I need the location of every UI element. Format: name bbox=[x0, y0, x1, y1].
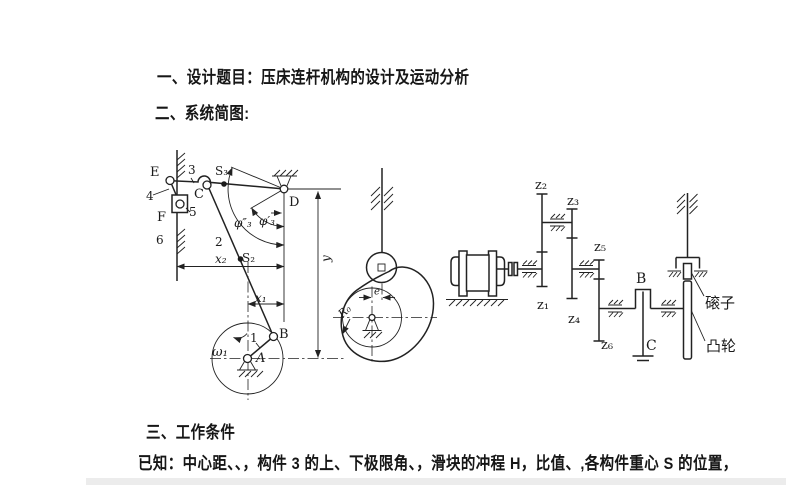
coupling-right-half bbox=[513, 261, 519, 277]
joint-b bbox=[268, 331, 279, 342]
link-1-line bbox=[247, 335, 274, 360]
cam-pivot bbox=[368, 313, 376, 322]
mass-center-s2-dot bbox=[237, 256, 244, 262]
label-4: 4 bbox=[146, 189, 154, 203]
motor-left-shell bbox=[450, 256, 460, 287]
label-e: E bbox=[150, 165, 160, 180]
gear-column-z5-z6 bbox=[593, 259, 605, 342]
roller-pin-square bbox=[377, 263, 386, 272]
roller-rect bbox=[682, 262, 693, 280]
cam-follower-guide-hatching bbox=[676, 193, 698, 215]
linkage-mechanism: E 3 S₃ C 4 F 5 6 D 2 S₂ φ″₃ φ′₃ x₂ x₁ y … bbox=[146, 150, 345, 400]
gear-label-leaders bbox=[691, 272, 706, 342]
crank-throw-bc bbox=[632, 288, 654, 362]
gear-train: z₂ z₃ z₁ z₄ z₅ z₆ B C 磙子 凸轮 bbox=[446, 178, 736, 362]
label-b: B bbox=[279, 327, 289, 342]
motor-right-shell bbox=[495, 256, 506, 287]
guide-hatching bbox=[176, 152, 186, 255]
label-cam: 凸轮 bbox=[706, 337, 736, 355]
label-z1: z₁ bbox=[537, 298, 549, 313]
label-6: 6 bbox=[156, 233, 164, 247]
label-z3: z₃ bbox=[567, 194, 579, 209]
angle-arc-outer bbox=[226, 167, 285, 249]
pivot-d-support bbox=[272, 169, 299, 186]
electric-motor bbox=[446, 250, 508, 307]
label-crank-b: B bbox=[636, 271, 646, 287]
label-d: D bbox=[289, 195, 299, 210]
label-r0: R₀ bbox=[335, 302, 354, 321]
cam-mechanism: e R₀ bbox=[333, 168, 437, 363]
label-f: F bbox=[157, 210, 166, 225]
roller-support-ledges bbox=[667, 270, 708, 278]
scan-artifact-strip bbox=[86, 478, 786, 485]
label-phi3-lower: φ′₃ bbox=[259, 214, 275, 228]
roller-circle bbox=[365, 251, 398, 284]
label-a: A bbox=[255, 351, 265, 366]
label-phi3-upper: φ″₃ bbox=[234, 216, 252, 230]
label-s3: S₃ bbox=[215, 164, 228, 178]
label-e: e bbox=[374, 287, 380, 298]
omega-rotation-arrow bbox=[233, 333, 248, 344]
joint-d bbox=[279, 184, 289, 194]
label-z5: z₅ bbox=[594, 240, 606, 255]
joint-a bbox=[242, 353, 253, 364]
r0-arrow bbox=[342, 318, 351, 335]
design-topic-heading: 一、设计题目：压床连杆机构的设计及运动分析 bbox=[157, 68, 470, 87]
working-conditions-heading: 三、工作条件 bbox=[146, 423, 236, 442]
label-1: 1 bbox=[250, 331, 258, 345]
label-support-c: C bbox=[646, 338, 657, 354]
angle-arc-inner bbox=[251, 207, 285, 230]
label-x2: x₂ bbox=[215, 252, 227, 266]
gear-column-z3-z4 bbox=[566, 208, 578, 300]
mass-center-s3-dot bbox=[221, 181, 227, 187]
known-conditions-line: 已知：中心距、、，构件 3 的上、下极限角、，滑块的冲程 H，比值、,各构件重心… bbox=[138, 454, 738, 473]
coupling-left-half bbox=[507, 261, 513, 277]
label-c: C bbox=[194, 187, 204, 202]
joint-f bbox=[175, 199, 185, 209]
cam-plate bbox=[682, 280, 693, 360]
joint-e bbox=[165, 175, 175, 186]
motor-ground bbox=[446, 299, 508, 307]
label-2: 2 bbox=[215, 235, 223, 249]
label-3: 3 bbox=[188, 163, 196, 177]
label-x1: x₁ bbox=[255, 291, 267, 305]
label-5: 5 bbox=[189, 205, 197, 219]
label-y: y bbox=[319, 255, 333, 263]
label-s2: S₂ bbox=[242, 251, 255, 265]
label-z2: z₂ bbox=[535, 178, 547, 193]
cam-profile bbox=[340, 266, 435, 363]
label-z6: z₆ bbox=[601, 338, 613, 353]
label-roller: 磙子 bbox=[705, 294, 735, 312]
label-z4: z₄ bbox=[568, 312, 580, 327]
pivot-a-support bbox=[237, 361, 264, 378]
system-diagram-heading: 二、系统简图: bbox=[155, 104, 250, 123]
cam-pivot-support bbox=[362, 319, 383, 339]
label-omega1: ω₁ bbox=[212, 345, 228, 360]
joint-c bbox=[202, 180, 212, 190]
motor-body bbox=[465, 254, 490, 292]
follower-guide-hatching bbox=[370, 186, 394, 211]
roller-bracket bbox=[675, 256, 701, 269]
label-leaders bbox=[152, 177, 261, 349]
gear-column-z1-z2 bbox=[536, 193, 548, 288]
